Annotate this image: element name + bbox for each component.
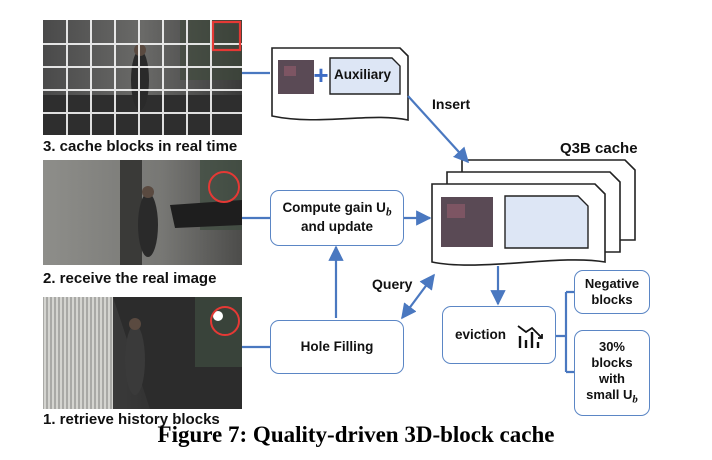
low-gain-line3: with — [598, 371, 625, 387]
step2-label: 2. receive the real image — [43, 270, 217, 287]
region-circle-marker — [208, 171, 240, 203]
auxiliary-document: + — [271, 47, 409, 121]
image-real-frame — [43, 160, 242, 265]
query-label: Query — [372, 276, 413, 292]
compute-gain-subscript: b — [385, 206, 392, 219]
low-gain-subscript: b — [632, 393, 638, 406]
query-arrow — [401, 273, 435, 320]
compute-gain-box: Compute gain Ub and update — [270, 190, 404, 246]
retrieved-region-marker — [210, 306, 240, 336]
low-gain-line4: small U — [586, 387, 633, 403]
cache-title: Q3B cache — [560, 140, 638, 157]
plus-icon: + — [313, 60, 328, 90]
negative-blocks-box: Negative blocks — [574, 270, 650, 314]
figure-caption: Figure 7: Quality-driven 3D-block cache — [157, 422, 555, 447]
negative-blocks-text: Negative blocks — [584, 275, 640, 307]
compute-update-text: and update — [300, 219, 373, 235]
q3b-cache-stack — [431, 159, 636, 266]
selected-block-highlight — [211, 20, 242, 52]
low-gain-blocks-box: 30% blocks with small Ub — [574, 330, 650, 416]
hole-filling-box: Hole Filling — [270, 320, 404, 374]
eviction-text: eviction — [455, 326, 507, 342]
low-gain-line2: blocks — [591, 354, 633, 370]
step3-label: 3. cache blocks in real time — [43, 138, 238, 155]
insert-label: Insert — [432, 96, 471, 112]
low-gain-line1: 30% — [598, 338, 625, 354]
eviction-branch — [556, 290, 574, 374]
step1-label: 1. retrieve history blocks — [43, 411, 220, 428]
hole-filling-text: Hole Filling — [300, 338, 374, 354]
insert-arrow — [407, 95, 470, 164]
auxiliary-label: Auxiliary — [334, 67, 392, 82]
eviction-box: eviction — [442, 306, 556, 364]
compute-gain-text: Compute gain U — [282, 199, 386, 215]
image-cache-blocks — [43, 20, 242, 135]
declining-chart-icon — [517, 325, 543, 348]
image-history-blocks — [43, 297, 242, 409]
